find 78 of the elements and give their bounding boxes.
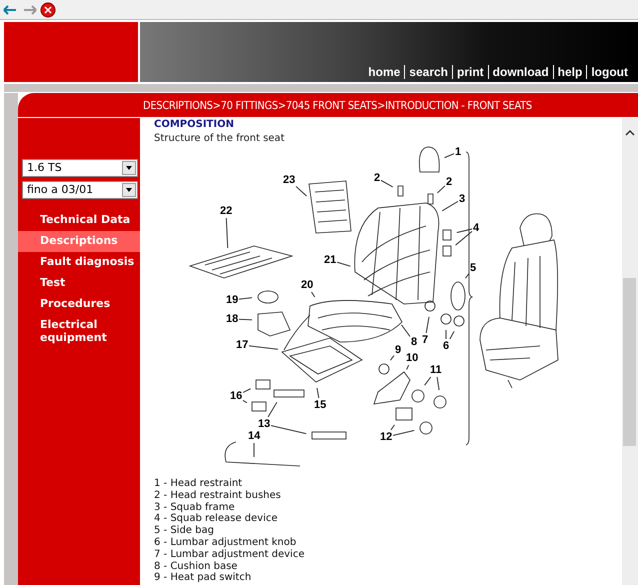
- callout-number: 5: [470, 262, 476, 274]
- callout-number: 20: [301, 279, 314, 291]
- list-item: 9 - Heat pad switch: [154, 572, 252, 584]
- leader-line: [268, 402, 278, 418]
- leader-line: [442, 200, 458, 212]
- section-heading: COMPOSITION: [154, 119, 234, 130]
- leader-line: [424, 376, 432, 386]
- callout-number: 21: [324, 254, 336, 266]
- nav-link: home: [367, 65, 402, 79]
- callout-number: 23: [283, 174, 296, 186]
- nav-link: help: [552, 65, 586, 79]
- leader-line: [436, 376, 440, 391]
- callout-number: 12: [380, 431, 392, 443]
- list-item: 1 - Head restraint: [154, 478, 242, 490]
- leader-line: [436, 185, 446, 194]
- callout-number: 11: [430, 364, 442, 376]
- callout-number: 1: [455, 146, 462, 158]
- callout-number: 3: [459, 193, 466, 205]
- list-item: 8 - Cushion base: [154, 560, 238, 572]
- menu-item: Procedures: [39, 296, 112, 312]
- leader-line: [455, 230, 472, 246]
- nav-link: logout: [586, 65, 632, 79]
- leader-line: [226, 218, 228, 248]
- callout-number: 18: [226, 313, 238, 325]
- callout-number: 14: [248, 430, 260, 442]
- menu-item: Fault diagnosis: [39, 254, 136, 270]
- leader-line: [390, 355, 394, 361]
- figure-caption: Structure of the front seat: [154, 133, 284, 144]
- leader-line: [401, 324, 410, 337]
- callout-number: 17: [236, 339, 248, 351]
- callout-number: 13: [258, 418, 270, 430]
- leader-line: [238, 297, 252, 300]
- callout-number: 19: [226, 294, 238, 306]
- callout-number: 6: [443, 340, 450, 352]
- callout-number: 7: [422, 334, 428, 346]
- menu-item: Test: [39, 275, 66, 291]
- list-item: 2 - Head restraint bushes: [154, 490, 281, 502]
- list-item: 7 - Lumbar adjustment device: [154, 548, 304, 561]
- leader-line: [248, 345, 278, 350]
- leader-line: [449, 330, 455, 340]
- leader-line: [336, 262, 351, 267]
- leader-line: [444, 153, 454, 158]
- leader-line: [311, 292, 316, 298]
- leader-line: [406, 364, 410, 370]
- menu-item: Technical Data: [39, 212, 132, 228]
- engine-dropdown: 1.6 TS: [22, 159, 138, 177]
- leader-line: [316, 387, 320, 398]
- leader-line: [426, 316, 430, 334]
- callout-number: 10: [406, 352, 418, 364]
- leader-line: [242, 400, 248, 404]
- nav-link: print: [452, 65, 488, 79]
- date-dropdown: fino a 03/01: [22, 181, 138, 199]
- breadcrumb-text: DESCRIPTIONS>70 FITTINGS>7045 FRONT SEATS>INTRODUCTION - FRONT SEATS: [143, 99, 532, 112]
- leader-line: [238, 318, 252, 320]
- list-item: 3 - Squab frame: [154, 502, 235, 513]
- callout-number: 22: [220, 205, 232, 217]
- leader-line: [465, 273, 470, 279]
- leader-line: [456, 228, 472, 234]
- leader-line: [390, 424, 395, 430]
- list-item: 4 - Squab release device: [154, 513, 278, 525]
- list-item: 6 - Lumbar adjustment knob: [154, 537, 296, 549]
- leader-line: [296, 186, 308, 196]
- selected-menu-item: Descriptions: [18, 231, 140, 252]
- callout-number: 2: [446, 176, 452, 188]
- leader-line: [242, 388, 252, 393]
- leader-line: [380, 180, 394, 188]
- callout-number: 9: [395, 344, 402, 356]
- callout-number: 8: [411, 336, 418, 348]
- callout-number: 2: [374, 172, 380, 184]
- nav-link: download: [488, 65, 553, 79]
- menu-item: Electrical equipment: [39, 317, 108, 346]
- callout-number: 4: [473, 222, 480, 234]
- leader-line: [270, 425, 307, 434]
- callout-number: 16: [230, 390, 242, 402]
- list-item: 5 - Side bag: [154, 525, 214, 537]
- leader-line: [392, 430, 415, 436]
- nav-link: search: [404, 65, 452, 79]
- callout-number: 15: [314, 399, 326, 411]
